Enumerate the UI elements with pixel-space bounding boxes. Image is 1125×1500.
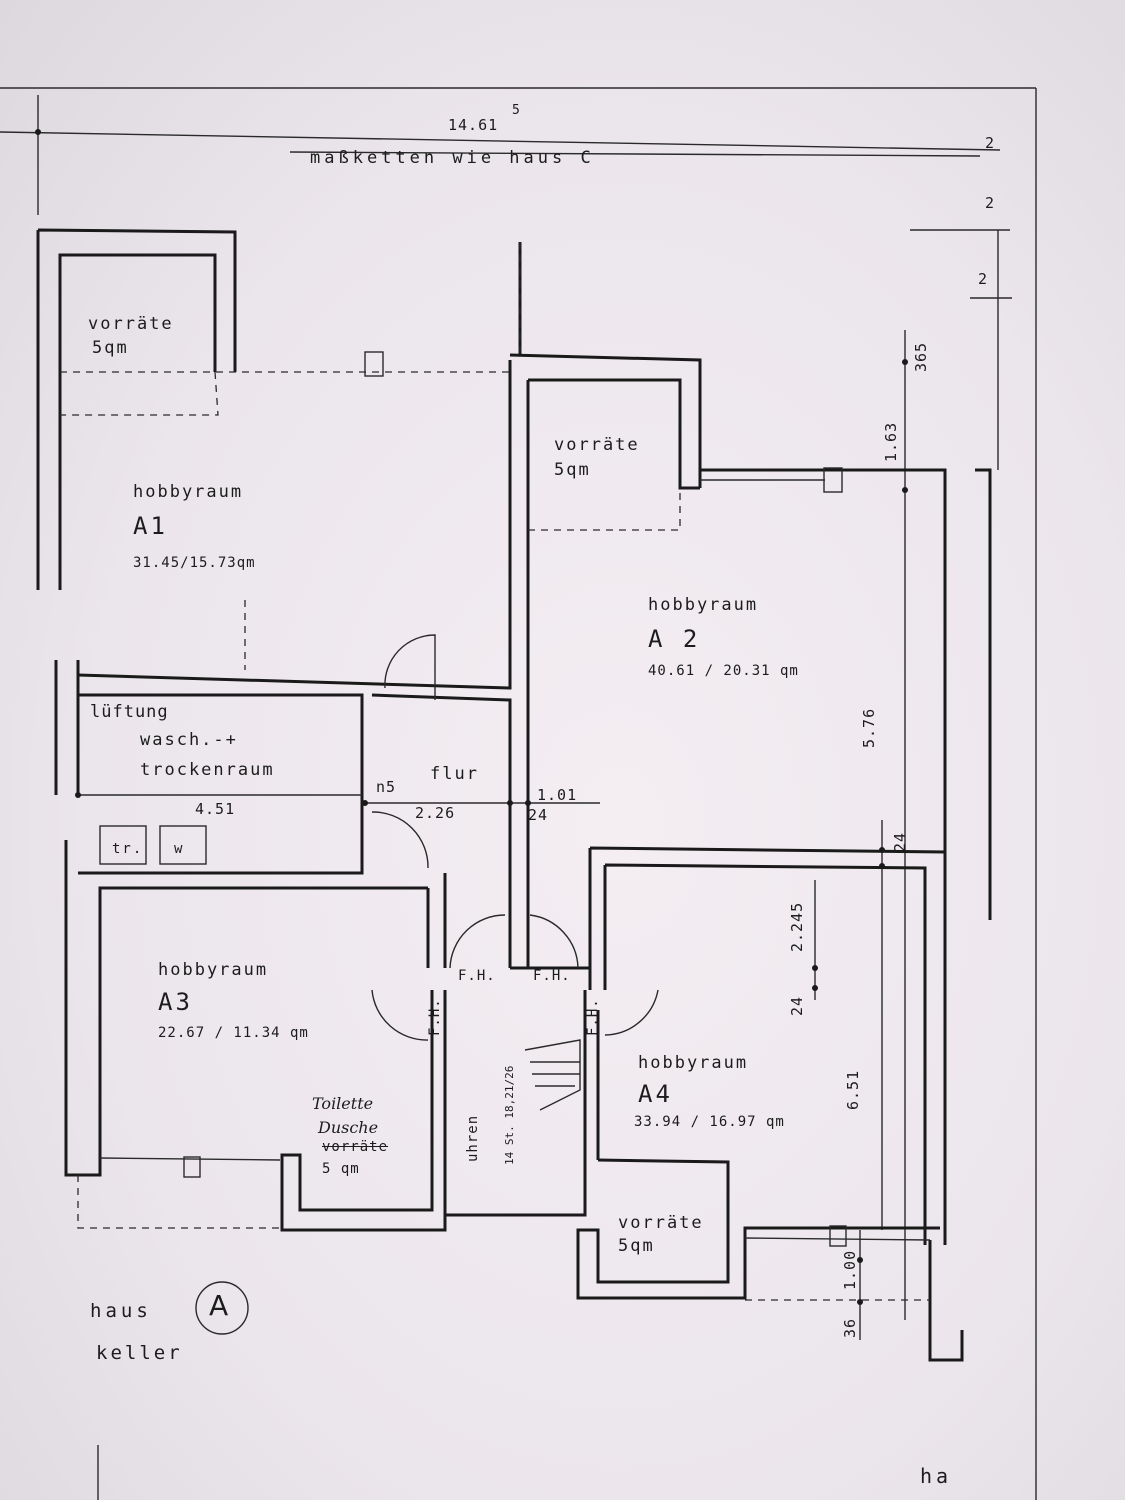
dim-226: 2.26 <box>415 804 456 822</box>
dim-n5: n5 <box>376 778 397 796</box>
dim-163: 1.63 <box>882 421 900 462</box>
toilet-handwritten-2: Dusche <box>318 1118 379 1137</box>
dim-101: 1.01 <box>537 786 578 804</box>
wall-a4-south <box>576 1158 940 1300</box>
wall-a3-east <box>280 873 447 1232</box>
top-dimension-line <box>0 131 1001 151</box>
a3-area: 22.67 / 11.34 qm <box>158 1025 309 1041</box>
washer-box <box>159 825 207 865</box>
storage-a2-area: 5qm <box>554 460 591 480</box>
clocks-label: uhren <box>465 1114 481 1162</box>
a1-id: A1 <box>133 512 168 540</box>
dimension-note: maßketten wie haus C <box>310 148 595 168</box>
wall-stair <box>445 966 590 1217</box>
door-fh-left <box>449 914 506 969</box>
house-circle <box>195 1281 249 1335</box>
window-a2 <box>823 467 843 493</box>
dashed-storage-a1 <box>60 371 510 416</box>
total-width-sup: 5 <box>512 103 522 118</box>
door-fh-right <box>529 914 579 969</box>
toilet-handwritten-1: Toilette <box>312 1094 374 1113</box>
dim-2-b: 2 <box>985 194 996 212</box>
dashed-a1-inner <box>244 242 521 670</box>
dim-24-right: 24 <box>891 831 909 852</box>
stairs <box>524 1039 581 1111</box>
wall-a4 <box>588 846 947 1245</box>
outer-wall-north-west <box>36 228 237 590</box>
a1-area: 31.45/15.73qm <box>133 555 256 571</box>
toilet-area: 5 qm <box>322 1161 360 1177</box>
storage-a4-area: 5qm <box>618 1236 655 1256</box>
wall-left-middle <box>54 660 428 1177</box>
dashed-storage-a2 <box>528 488 681 531</box>
door-a1 <box>384 634 436 700</box>
stairs-label: 14 St. 18,21/26 <box>503 1065 516 1165</box>
hall-label: flur <box>430 764 479 784</box>
a2-id: A 2 <box>648 625 701 653</box>
door-a4 <box>604 989 659 1036</box>
a1-label: hobbyraum <box>133 482 244 502</box>
a3-id: A3 <box>158 988 193 1016</box>
fh-a3-label: F.H. <box>427 998 443 1036</box>
a4-id: A4 <box>638 1080 673 1108</box>
a4-label: hobbyraum <box>638 1053 749 1073</box>
note-underline <box>289 151 981 157</box>
storage-top-left-label: vorräte <box>88 314 174 334</box>
dryer-box <box>99 825 147 865</box>
window-a1 <box>364 351 384 377</box>
wall-a2-east <box>700 468 992 920</box>
a2-label: hobbyraum <box>648 595 759 615</box>
door-flur <box>371 811 429 869</box>
a3-label: hobbyraum <box>158 960 269 980</box>
wall-a1-south <box>77 360 530 968</box>
window-a3 <box>183 1156 201 1178</box>
toilet-struck-label: vorräte <box>322 1139 389 1155</box>
wall-laundry <box>78 693 512 968</box>
house-prefix: haus <box>90 1300 152 1322</box>
wall-outer-right-lower <box>928 1240 964 1362</box>
storage-a2-label: vorräte <box>554 435 640 455</box>
fh-right-label: F.H. <box>533 968 571 984</box>
dim-24-a4: 24 <box>788 995 806 1016</box>
dim-651: 6.51 <box>844 1069 862 1110</box>
door-a3 <box>371 989 429 1041</box>
laundry-vent: lüftung <box>90 702 169 722</box>
dim-2-a: 2 <box>985 134 996 152</box>
dim-36: 36 <box>841 1317 859 1338</box>
laundry-line1: wasch.-+ <box>140 730 238 750</box>
storage-top-left-area: 5qm <box>92 338 129 358</box>
storage-a4-label: vorräte <box>618 1213 704 1233</box>
a2-area: 40.61 / 20.31 qm <box>648 663 799 679</box>
dim-365: 365 <box>912 341 930 372</box>
dim-451: 4.51 <box>195 800 236 818</box>
dryer-label: tr. <box>112 841 144 857</box>
a4-area: 33.94 / 16.97 qm <box>634 1114 785 1130</box>
dim-100: 1.00 <box>841 1249 859 1290</box>
floor-label: keller <box>96 1342 183 1364</box>
fh-a4-label: F.H. <box>585 998 601 1036</box>
total-width: 14.61 <box>448 116 499 134</box>
washer-label: w <box>174 841 185 857</box>
laundry-line2: trockenraum <box>140 760 275 780</box>
dashed-outline-bottom <box>77 1175 930 1301</box>
dim-576: 5.76 <box>860 707 878 748</box>
window-a4 <box>829 1225 847 1247</box>
dim-2245: 2.245 <box>788 901 806 952</box>
dim-24-flur: 24 <box>528 806 549 824</box>
dim-2-c: 2 <box>978 270 989 288</box>
fh-left-label: F.H. <box>458 968 496 984</box>
house-letter: A <box>209 1289 229 1322</box>
corner-label: ha <box>920 1464 953 1488</box>
